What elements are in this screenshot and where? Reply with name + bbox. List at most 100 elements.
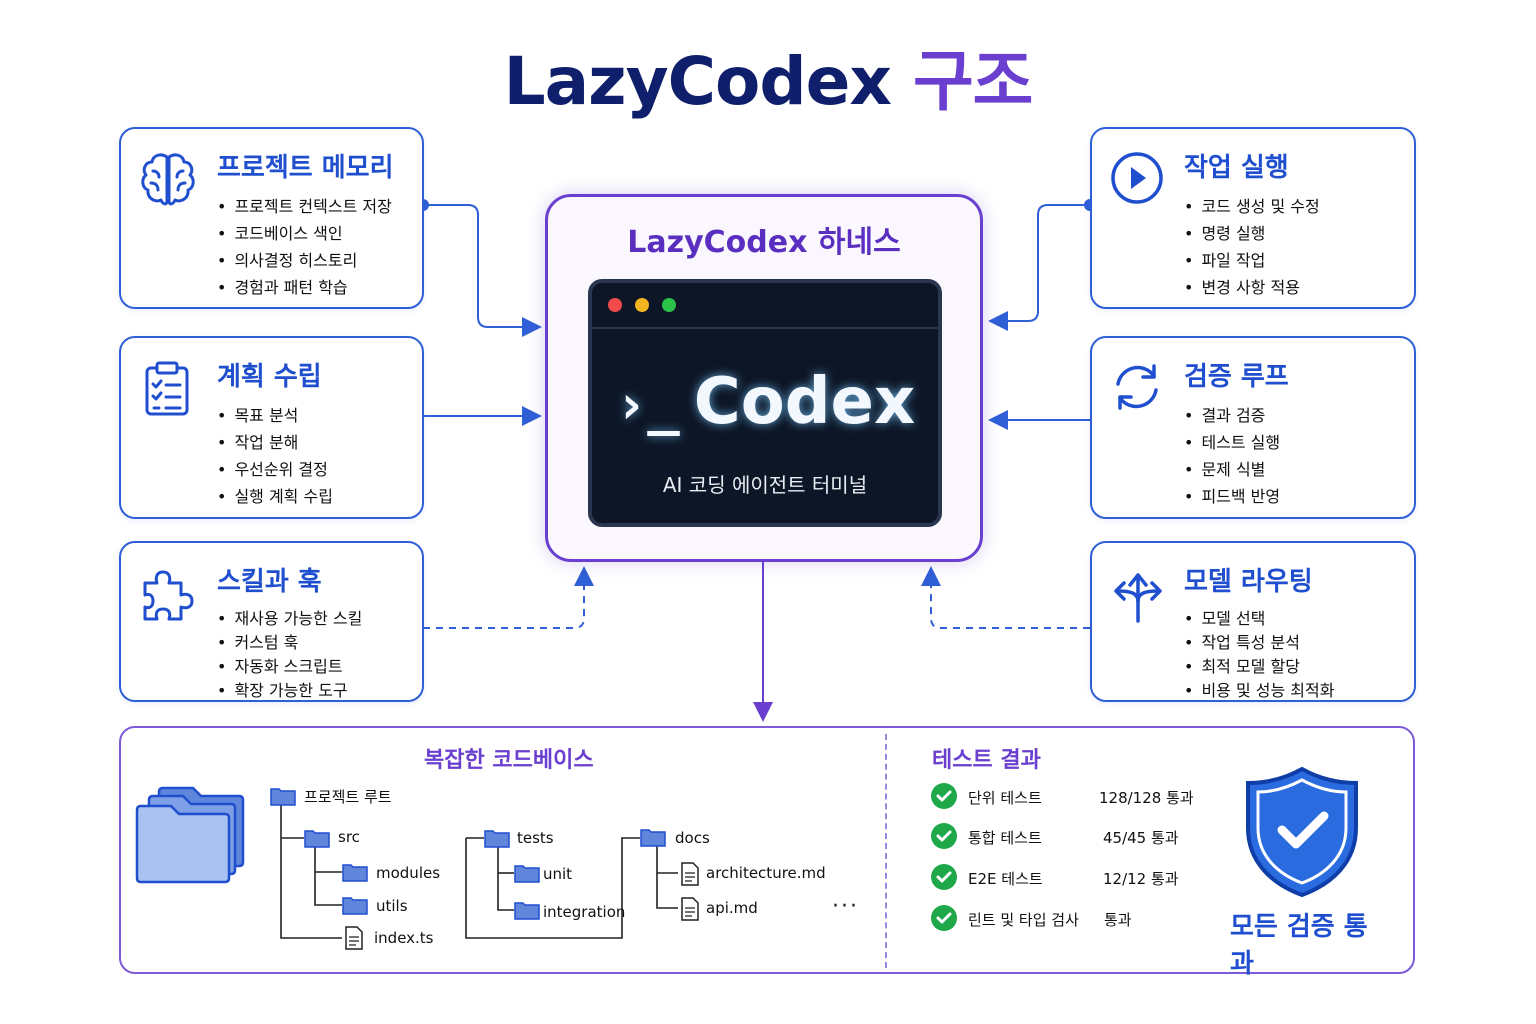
card-skills-hooks: 스킬과 훅 재사용 가능한 스킬 커스텀 훅 자동화 스크립트 확장 가능한 도… [119, 541, 424, 702]
tree-root-label: 프로젝트 루트 [304, 788, 392, 806]
list-item: 목표 분석 [217, 402, 333, 429]
puzzle-icon [143, 570, 194, 621]
list-item: 코드베이스 색인 [217, 220, 392, 247]
card-verification-loop: 검증 루프 결과 검증 테스트 실행 문제 식별 피드백 반영 [1090, 336, 1416, 519]
harness-title: LazyCodex 하네스 [627, 225, 901, 260]
card-title: 작업 실행 [1184, 153, 1289, 183]
tree-unit-label: unit [543, 865, 573, 883]
folder-icon [514, 865, 540, 883]
tree-modules-label: modules [376, 864, 441, 882]
list-item: 실행 계획 수립 [217, 483, 333, 510]
brain-icon [141, 153, 195, 206]
check-circle-icon [931, 864, 957, 890]
list-item: 재사용 가능한 스킬 [217, 607, 362, 631]
list-item: 문제 식별 [1184, 456, 1280, 483]
card-project-memory: 프로젝트 메모리 프로젝트 컨텍스트 저장 코드베이스 색인 의사결정 히스토리… [119, 127, 424, 309]
list-item: 커스텀 훅 [217, 631, 362, 655]
codebase-panel [119, 726, 1415, 974]
terminal-brand: ›_Codex [592, 365, 938, 439]
prompt-icon: ›_ [614, 373, 680, 436]
all-pass-label: 모든 검증 통과 [1230, 912, 1368, 979]
shield-check-icon [1246, 766, 1358, 898]
card-title: 모델 라우팅 [1184, 567, 1313, 597]
tree-api-label: api.md [706, 899, 758, 917]
folder-icon [342, 864, 368, 882]
card-list: 결과 검증 테스트 실행 문제 식별 피드백 반영 [1184, 402, 1280, 510]
check-circle-icon [931, 905, 957, 931]
folder-icon [514, 902, 540, 920]
check-circle-icon [931, 783, 957, 809]
card-planning: 계획 수립 목표 분석 작업 분해 우선순위 결정 실행 계획 수립 [119, 336, 424, 519]
page-title: LazyCodex 구조 [0, 28, 1536, 124]
card-list: 코드 생성 및 수정 명령 실행 파일 작업 변경 사항 적용 [1184, 193, 1320, 301]
card-title: 프로젝트 메모리 [217, 153, 394, 183]
list-item: 경험과 패턴 학습 [217, 274, 392, 301]
codebase-title: 복잡한 코드베이스 [424, 748, 594, 773]
folder-icon [270, 788, 296, 806]
list-item: 자동화 스크립트 [217, 655, 362, 679]
check-circle-icon [931, 823, 957, 849]
clipboard-icon [145, 361, 189, 416]
terminal-titlebar [592, 283, 938, 329]
test-name: 통합 테스트 [968, 829, 1042, 847]
card-task-execution: 작업 실행 코드 생성 및 수정 명령 실행 파일 작업 변경 사항 적용 [1090, 127, 1416, 309]
tree-docs-label: docs [675, 829, 710, 847]
list-item: 비용 및 성능 최적화 [1184, 679, 1334, 703]
card-model-routing: 모델 라우팅 모델 선택 작업 특성 분석 최적 모델 할당 비용 및 성능 최… [1090, 541, 1416, 702]
tree-src-label: src [338, 828, 360, 846]
tree-index-label: index.ts [374, 929, 434, 947]
list-item: 최적 모델 할당 [1184, 655, 1334, 679]
test-name: 단위 테스트 [968, 789, 1042, 807]
tree-tests-label: tests [517, 829, 554, 847]
harness-panel: LazyCodex 하네스 ›_Codex AI 코딩 에이전트 터미널 [545, 194, 983, 562]
list-item: 변경 사항 적용 [1184, 274, 1320, 301]
card-list: 모델 선택 작업 특성 분석 최적 모델 할당 비용 및 성능 최적화 [1184, 607, 1334, 703]
terminal-window: ›_Codex AI 코딩 에이전트 터미널 [588, 279, 942, 527]
tests-title: 테스트 결과 [932, 748, 1041, 773]
list-item: 모델 선택 [1184, 607, 1334, 631]
test-result: 통과 [1104, 911, 1132, 929]
test-result: 128/128 통과 [1099, 789, 1194, 807]
tree-integration-label: integration [543, 903, 626, 921]
title-main: LazyCodex [503, 43, 892, 120]
list-item: 프로젝트 컨텍스트 저장 [217, 193, 391, 220]
folder-icon [342, 897, 368, 915]
file-icon [681, 862, 699, 886]
list-item: 우선순위 결정 [217, 456, 333, 483]
test-name: 린트 및 타입 검사 [968, 911, 1079, 929]
refresh-icon [1116, 364, 1158, 410]
terminal-subtitle: AI 코딩 에이전트 터미널 [662, 473, 868, 497]
test-result: 45/45 통과 [1103, 829, 1179, 847]
folder-illustration-icon [135, 786, 245, 884]
folder-icon [484, 830, 510, 848]
brand-text: Codex [693, 365, 916, 439]
card-title: 스킬과 훅 [217, 567, 322, 597]
test-result: 12/12 통과 [1103, 870, 1179, 888]
card-list: 목표 분석 작업 분해 우선순위 결정 실행 계획 수립 [217, 402, 333, 510]
card-title: 계획 수립 [217, 362, 322, 392]
card-list: 재사용 가능한 스킬 커스텀 훅 자동화 스크립트 확장 가능한 도구 [217, 607, 362, 703]
list-item: 의사결정 히스토리 [217, 247, 392, 274]
card-list: 프로젝트 컨텍스트 저장 코드베이스 색인 의사결정 히스토리 경험과 패턴 학… [217, 193, 392, 301]
list-item: 테스트 실행 [1184, 429, 1280, 456]
routing-arrows-icon [1114, 573, 1162, 623]
list-item: 코드 생성 및 수정 [1184, 193, 1319, 220]
panel-divider [885, 734, 887, 968]
play-icon [1111, 152, 1163, 204]
more-ellipsis: ··· [832, 894, 859, 919]
tree-architecture-label: architecture.md [706, 864, 826, 882]
folder-icon [640, 829, 666, 847]
folder-icon [304, 830, 330, 848]
maximize-dot-icon [662, 298, 676, 312]
list-item: 작업 특성 분석 [1184, 631, 1334, 655]
list-item: 결과 검증 [1184, 402, 1280, 429]
file-icon [681, 897, 699, 921]
tree-utils-label: utils [376, 897, 408, 915]
close-dot-icon [608, 298, 622, 312]
list-item: 작업 분해 [217, 429, 333, 456]
list-item: 파일 작업 [1184, 247, 1320, 274]
wire-skills-to-harness [423, 566, 594, 629]
wire-routing-to-harness [921, 566, 1090, 629]
list-item: 확장 가능한 도구 [217, 679, 362, 703]
